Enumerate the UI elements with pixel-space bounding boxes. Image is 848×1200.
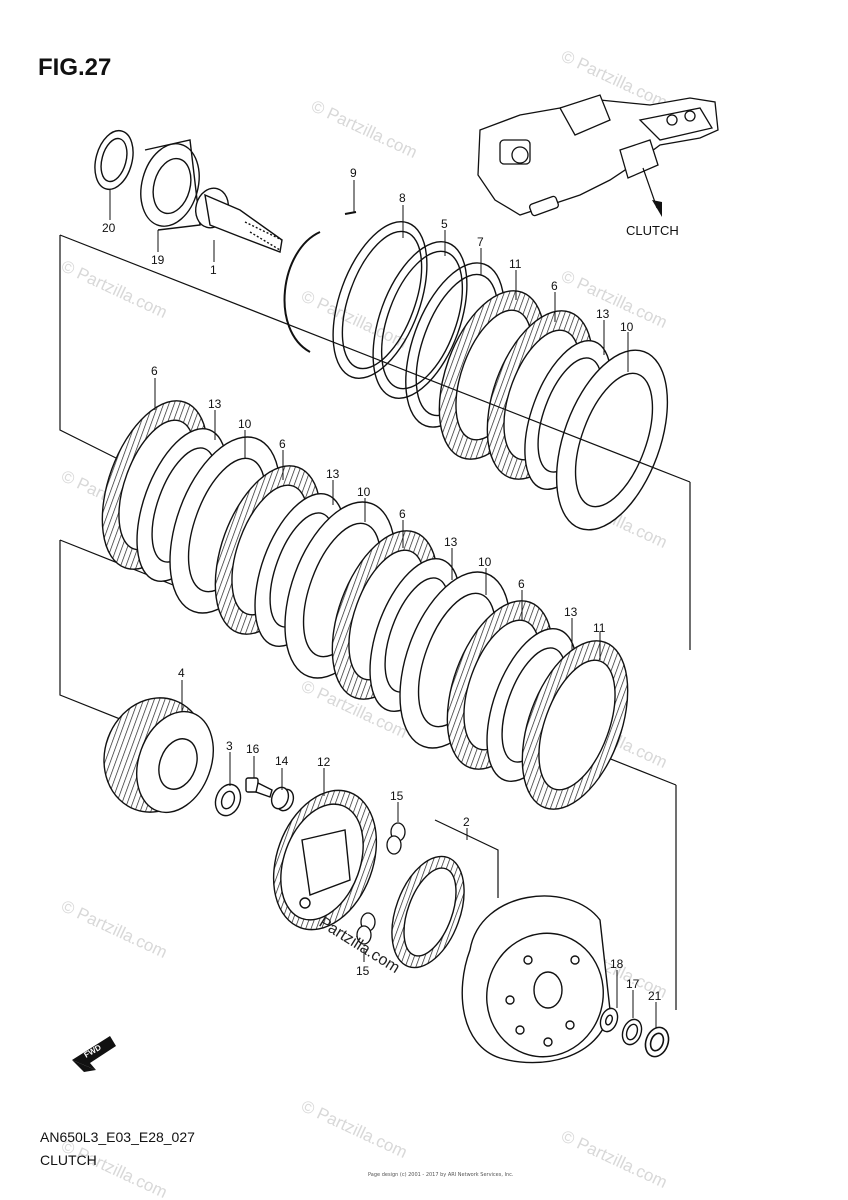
friction-ring-2 — [391, 855, 465, 969]
label-part-9: 9 — [350, 166, 357, 180]
label-part-13-b: 13 — [326, 467, 340, 481]
watermark-text: © Partzilla.com — [298, 1096, 410, 1162]
figure-title: FIG.27 — [38, 54, 112, 81]
driven-plate-10-top — [555, 349, 669, 531]
label-part-7: 7 — [477, 235, 484, 249]
label-part-13-c: 13 — [444, 535, 458, 549]
spring-washer-5 — [372, 241, 468, 399]
spacer-3 — [214, 783, 242, 817]
label-part-3: 3 — [226, 739, 233, 753]
label-part-6-a: 6 — [151, 364, 158, 378]
label-part-10-c: 10 — [478, 555, 492, 569]
label-part-14: 14 — [275, 754, 289, 768]
label-part-5: 5 — [441, 217, 448, 231]
label-part-1: 1 — [210, 263, 217, 277]
figure-name: CLUTCH — [40, 1152, 97, 1168]
leader-lines — [109, 180, 657, 1028]
label-part-11-top: 11 — [509, 257, 522, 271]
washer-18 — [599, 1007, 619, 1033]
label-part-2: 2 — [463, 815, 470, 829]
label-part-6-b: 6 — [279, 437, 286, 451]
label-part-6-d: 6 — [518, 577, 525, 591]
label-part-10-b: 10 — [357, 485, 371, 499]
bolt-16 — [245, 777, 273, 798]
clutch-callout-pointer — [642, 167, 662, 217]
watermark-text: © Partzilla.com — [308, 96, 420, 162]
label-part-13-top: 13 — [596, 307, 610, 321]
clutch-housing — [461, 895, 611, 1064]
figure-code: AN650L3_E03_E28_027 — [40, 1129, 195, 1145]
label-part-18: 18 — [610, 957, 624, 971]
clutch-spring-15-upper — [386, 822, 406, 855]
wire-ring-9 — [283, 211, 357, 353]
fwd-arrow-icon: FWD — [72, 1036, 116, 1072]
label-part-19: 19 — [151, 253, 165, 267]
label-part-6-c: 6 — [399, 507, 406, 521]
label-part-17: 17 — [626, 977, 640, 991]
label-part-13-d: 13 — [564, 605, 578, 619]
copyright-notice: Page design (c) 2001 - 2017 by ARI Netwo… — [368, 1172, 514, 1178]
clutch-sleeve-hub-4 — [103, 697, 214, 814]
pressure-plate-12 — [272, 789, 378, 931]
label-part-4: 4 — [178, 666, 185, 680]
clutch-callout-label: CLUTCH — [626, 223, 679, 238]
label-part-6-top: 6 — [551, 279, 558, 293]
watermark-text: © Partzilla.com — [58, 1136, 170, 1200]
part-number-labels: 20 19 1 9 8 5 7 11 6 13 10 6 13 10 6 13 … — [102, 166, 662, 1003]
watermark-text: © Partzilla.com — [558, 1126, 670, 1192]
label-part-10-a: 10 — [238, 417, 252, 431]
label-part-15-lower: 15 — [356, 964, 370, 978]
washer-17 — [621, 1018, 643, 1046]
watermark-text: © Partzilla.com — [58, 896, 170, 962]
label-part-13-a: 13 — [208, 397, 222, 411]
label-part-15-upper: 15 — [390, 789, 404, 803]
label-part-11-bottom: 11 — [593, 621, 606, 635]
clutch-spring-15-lower — [356, 912, 376, 945]
label-part-20: 20 — [102, 221, 116, 235]
clutch-plate-stack-middle — [101, 400, 629, 810]
primary-shaft-1 — [195, 187, 283, 253]
bearing-19 — [140, 139, 201, 231]
label-part-10-top: 10 — [620, 320, 634, 334]
label-part-12: 12 — [317, 755, 331, 769]
bearing-21 — [644, 1026, 670, 1058]
label-part-16: 16 — [246, 742, 260, 756]
watermark-text: © Partzilla.com — [298, 286, 410, 352]
retainer-ring-8 — [332, 221, 428, 379]
drive-plate-11-bottom — [521, 640, 629, 810]
label-part-8: 8 — [399, 191, 406, 205]
oil-seal-20 — [94, 129, 134, 191]
label-part-21: 21 — [648, 989, 662, 1003]
engine-block-illustration — [477, 94, 719, 217]
spring-14 — [270, 786, 295, 812]
